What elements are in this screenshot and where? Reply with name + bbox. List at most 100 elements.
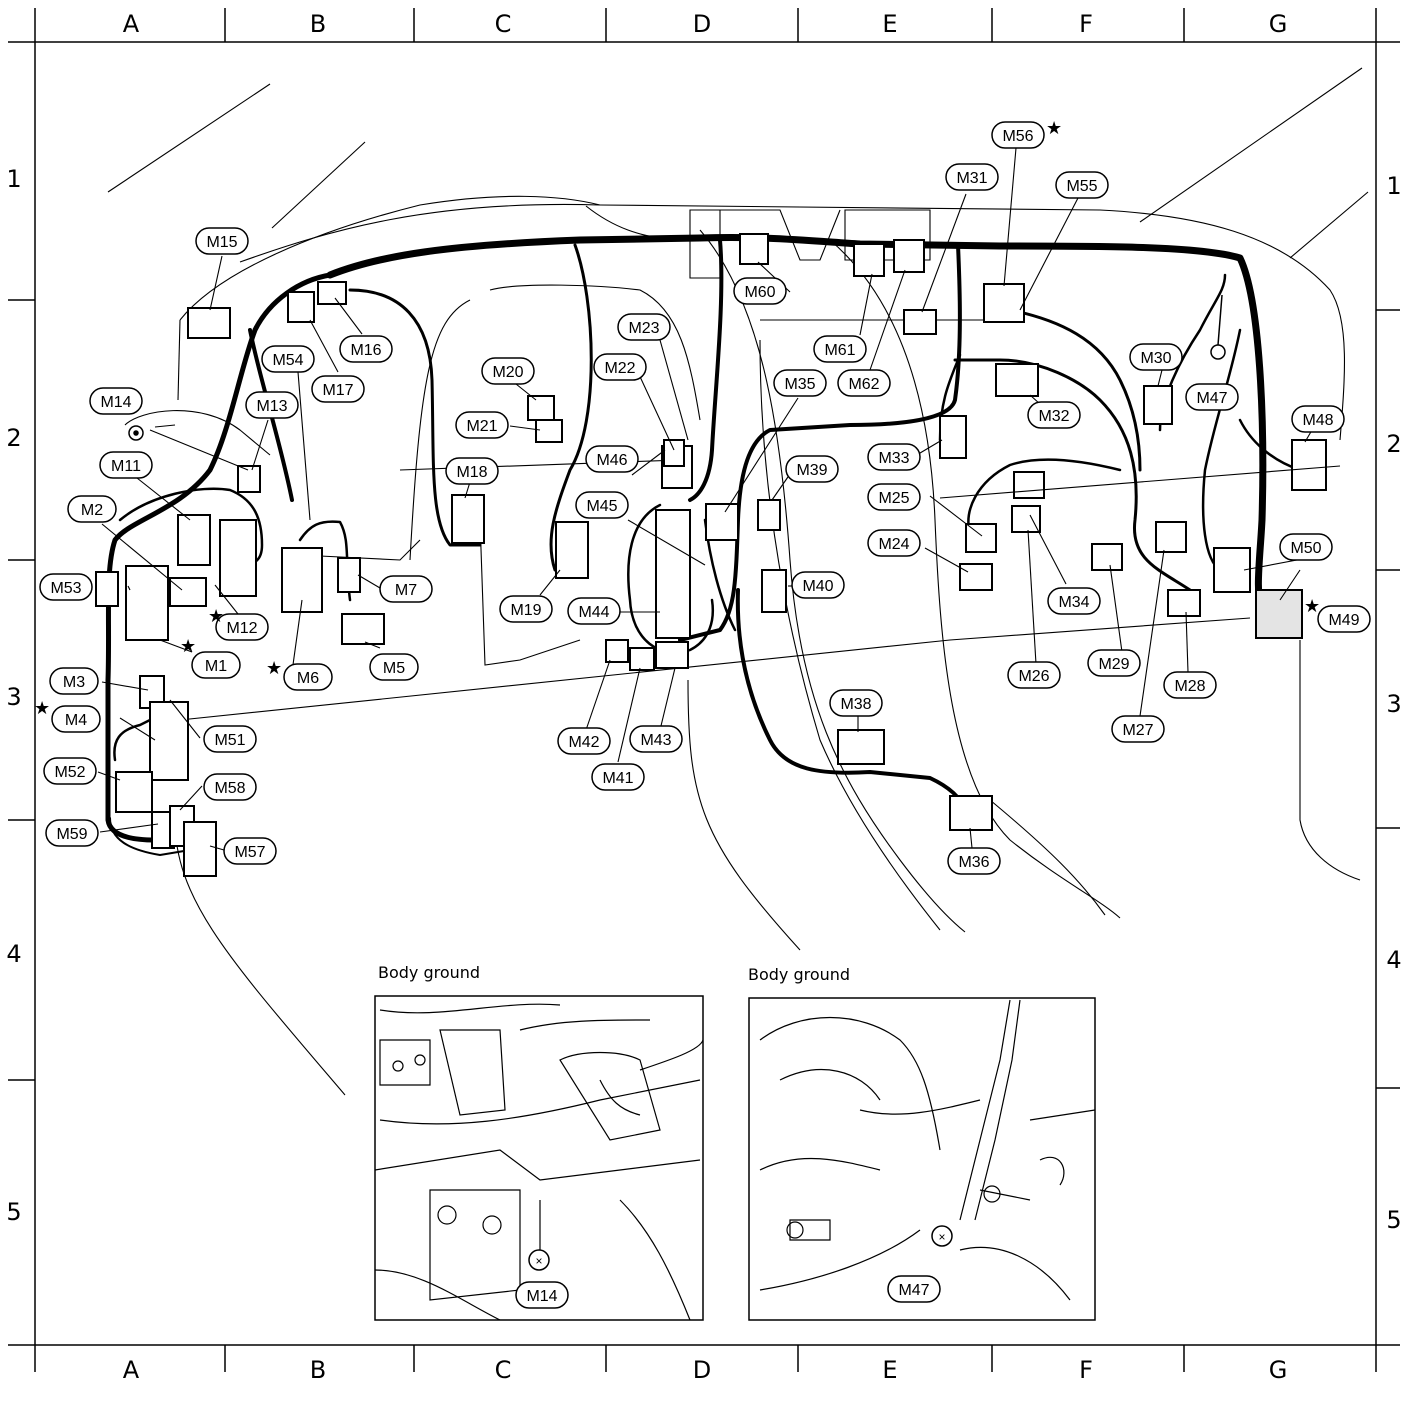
svg-text:M40: M40 — [802, 578, 833, 595]
svg-text:M3: M3 — [63, 674, 85, 691]
col-label-top: F — [1079, 10, 1093, 38]
connector-body-m48 — [1291, 439, 1327, 491]
connector-body-m34 — [1011, 505, 1041, 533]
connector-body-m40 — [761, 569, 787, 613]
svg-text:×: × — [938, 1230, 945, 1244]
svg-text:M24: M24 — [878, 536, 909, 553]
connector-body-m2 — [169, 577, 207, 607]
connector-body-m24 — [965, 523, 997, 553]
connector-body-m31 — [903, 309, 937, 335]
connector-label-m23: M23 — [617, 313, 671, 341]
frame — [8, 8, 1400, 1372]
svg-text:★: ★ — [34, 698, 50, 718]
row-label-left: 5 — [6, 1198, 21, 1226]
inset-callout-m47: M47 — [887, 1275, 941, 1303]
connector-label-m36: M36 — [947, 847, 1001, 875]
svg-text:M54: M54 — [272, 352, 303, 369]
connector-label-m17: M17 — [311, 375, 365, 403]
inset-title-left: Body ground — [378, 963, 480, 982]
connector-label-m18: M18 — [445, 457, 499, 485]
col-label-top: G — [1269, 10, 1288, 38]
svg-text:M15: M15 — [206, 234, 237, 251]
connector-body-m62 — [893, 239, 925, 273]
col-label-top: E — [882, 10, 897, 38]
svg-text:M25: M25 — [878, 490, 909, 507]
svg-text:M22: M22 — [604, 360, 635, 377]
svg-text:M55: M55 — [1066, 178, 1097, 195]
connector-body-m61 — [853, 243, 885, 277]
svg-text:M19: M19 — [510, 602, 541, 619]
svg-text:M1: M1 — [205, 658, 227, 675]
connector-label-m14: M14 — [89, 387, 143, 415]
connector-label-m15: M15 — [195, 227, 249, 255]
ground-bolt-icon — [528, 1249, 550, 1271]
svg-text:M50: M50 — [1290, 540, 1321, 557]
connector-body-m5 — [341, 613, 385, 645]
connector-label-m46: M46 — [585, 445, 639, 473]
connector-body-m12 — [219, 519, 257, 597]
connector-label-m60: M60 — [733, 277, 787, 305]
connector-body-m30 — [1143, 385, 1173, 425]
connector-label-m26: M26 — [1007, 661, 1061, 689]
svg-text:M31: M31 — [956, 170, 987, 187]
connector-body-m20 — [527, 395, 555, 421]
connector-body-m17 — [287, 291, 315, 323]
connector-label-m51: M51 — [203, 725, 257, 753]
svg-text:M59: M59 — [56, 826, 87, 843]
svg-text:M62: M62 — [848, 376, 879, 393]
connector-label-m52: M52 — [43, 757, 97, 785]
connector-label-m25: M25 — [867, 483, 921, 511]
svg-text:M61: M61 — [824, 342, 855, 359]
connector-label-m45: M45 — [575, 491, 629, 519]
svg-text:M35: M35 — [784, 376, 815, 393]
col-label-bottom: G — [1269, 1356, 1288, 1384]
row-label-right: 2 — [1386, 430, 1401, 458]
inset-title-right: Body ground — [748, 965, 850, 984]
connector-body-m38 — [837, 729, 885, 765]
connector-label-m21: M21 — [455, 411, 509, 439]
connector-label-m49: M49★ — [1304, 596, 1371, 633]
connector-body-m56 — [983, 283, 1025, 323]
svg-text:M2: M2 — [81, 502, 103, 519]
connector-label-m38: M38 — [829, 689, 883, 717]
connector-label-m56: M56 ★ — [991, 118, 1062, 149]
connector-body-m7 — [337, 557, 361, 593]
leader-lines — [97, 147, 1341, 851]
inset-callout-m14: M14 — [515, 1281, 569, 1309]
connector-label-m59: M59 — [45, 819, 99, 847]
svg-text:M43: M43 — [640, 732, 671, 749]
connector-body-m28 — [1167, 589, 1201, 617]
svg-text:M26: M26 — [1018, 668, 1049, 685]
row-label-left: 1 — [6, 165, 21, 193]
svg-text:M29: M29 — [1098, 656, 1129, 673]
svg-text:M6: M6 — [297, 670, 319, 687]
svg-text:★: ★ — [208, 606, 224, 626]
connector-body-m53 — [95, 571, 119, 607]
connector-label-m62: M62 — [837, 369, 891, 397]
connector-label-m3: M3 — [49, 667, 99, 695]
connector-body-m21 — [535, 419, 563, 443]
svg-text:M34: M34 — [1058, 594, 1089, 611]
connector-label-m29: M29 — [1087, 649, 1141, 677]
connector-label-m61: M61 — [813, 335, 867, 363]
svg-text:M13: M13 — [256, 398, 287, 415]
row-label-right: 5 — [1386, 1206, 1401, 1234]
connector-body-m16 — [317, 281, 347, 305]
connector-label-m33: M33 — [867, 443, 921, 471]
svg-text:M56: M56 — [1002, 128, 1033, 145]
row-label-right: 4 — [1386, 946, 1401, 974]
svg-text:M47: M47 — [898, 1282, 929, 1299]
connector-label-m54: M54 — [261, 345, 315, 373]
ground-terminal-m47 — [1210, 344, 1226, 360]
svg-text:M23: M23 — [628, 320, 659, 337]
connector-label-m53: M53 — [39, 573, 93, 601]
connector-body-m32 — [995, 363, 1039, 397]
svg-text:★: ★ — [1046, 118, 1062, 138]
col-label-top: C — [495, 10, 512, 38]
svg-text:M41: M41 — [602, 770, 633, 787]
connector-label-m7: M7 — [379, 575, 433, 603]
connector-label-m58: M58 — [203, 773, 257, 801]
svg-text:M60: M60 — [744, 284, 775, 301]
connector-label-m27: M27 — [1111, 715, 1165, 743]
svg-text:★: ★ — [180, 636, 196, 656]
